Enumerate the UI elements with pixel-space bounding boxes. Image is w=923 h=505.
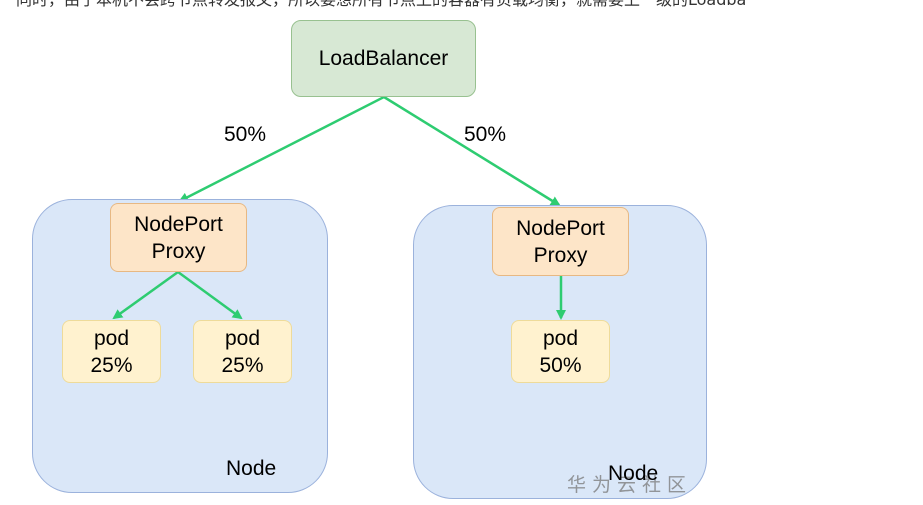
pod-label: pod: [224, 326, 261, 350]
pod-percent: 25%: [90, 353, 133, 377]
pod-percent: 50%: [539, 353, 582, 377]
top-text-snippet: 同时，由于本机不会跨节点转发报文，所以要想所有节点上的容器有负载均衡，就需要上一…: [16, 0, 923, 14]
right-node-label: Node: [608, 462, 659, 485]
arrow-left-proxy-to-pod-2: [177, 270, 243, 320]
left-nodeport-proxy: NodePort Proxy: [110, 203, 247, 272]
pod-box-left-1: pod 25%: [62, 320, 161, 383]
load-balancer-box: LoadBalancer: [291, 20, 476, 97]
right-traffic-percent: 50%: [464, 123, 507, 146]
right-nodeport-proxy: NodePort Proxy: [492, 207, 629, 276]
watermark: 华为云社区: [567, 474, 693, 496]
pod-box-right-1: pod 50%: [511, 320, 610, 383]
left-proxy-line1: NodePort: [134, 212, 223, 236]
pod-label: pod: [93, 326, 130, 350]
left-node-label: Node: [226, 457, 277, 480]
arrow-lb-to-left-proxy: [178, 95, 385, 203]
pod-label: pod: [542, 326, 579, 350]
load-balancer-label: LoadBalancer: [318, 46, 449, 70]
pod-box-left-2: pod 25%: [193, 320, 292, 383]
right-proxy-line2: Proxy: [533, 243, 588, 267]
left-proxy-line2: Proxy: [151, 239, 206, 263]
arrow-left-proxy-to-pod-1: [112, 270, 179, 320]
pod-percent: 25%: [221, 353, 264, 377]
arrow-lb-to-right-proxy: [383, 95, 561, 207]
right-proxy-line1: NodePort: [516, 216, 605, 240]
left-traffic-percent: 50%: [224, 123, 267, 146]
